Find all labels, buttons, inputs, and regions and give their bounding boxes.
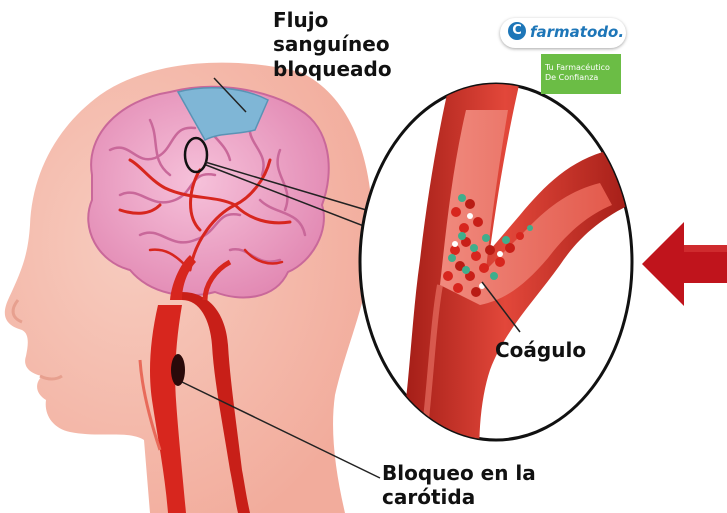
logo-tagline-box: Tu Farmacéutico De Confianza xyxy=(541,54,621,94)
carotid-blockage xyxy=(171,354,185,386)
farmatodo-logo: C farmatodo. Tu Farmacéutico De Confianz… xyxy=(499,16,629,98)
blocked-flow-line-2: sanguíneo xyxy=(273,32,392,56)
magnified-clot-view xyxy=(360,60,640,470)
carotid-block-line-2: carótida xyxy=(382,485,536,509)
carotid-block-label: Bloqueo en la carótida xyxy=(382,461,536,510)
logo-badge: C farmatodo. xyxy=(500,18,626,48)
carotid-block-line-1: Bloqueo en la xyxy=(382,461,536,485)
logo-tagline-line-1: Tu Farmacéutico xyxy=(545,63,610,73)
blocked-flow-line-1: Flujo xyxy=(273,8,392,32)
blocked-flow-line-3: bloqueado xyxy=(273,57,392,81)
logo-brand-name: farmatodo. xyxy=(530,23,624,41)
logo-tagline-line-2: De Confianza xyxy=(545,73,610,83)
clot-label: Coágulo xyxy=(495,338,586,362)
left-pointing-arrow xyxy=(642,222,727,306)
logo-c-icon: C xyxy=(508,22,526,40)
blocked-flow-label: Flujo sanguíneo bloqueado xyxy=(273,8,392,81)
brain xyxy=(88,87,328,298)
